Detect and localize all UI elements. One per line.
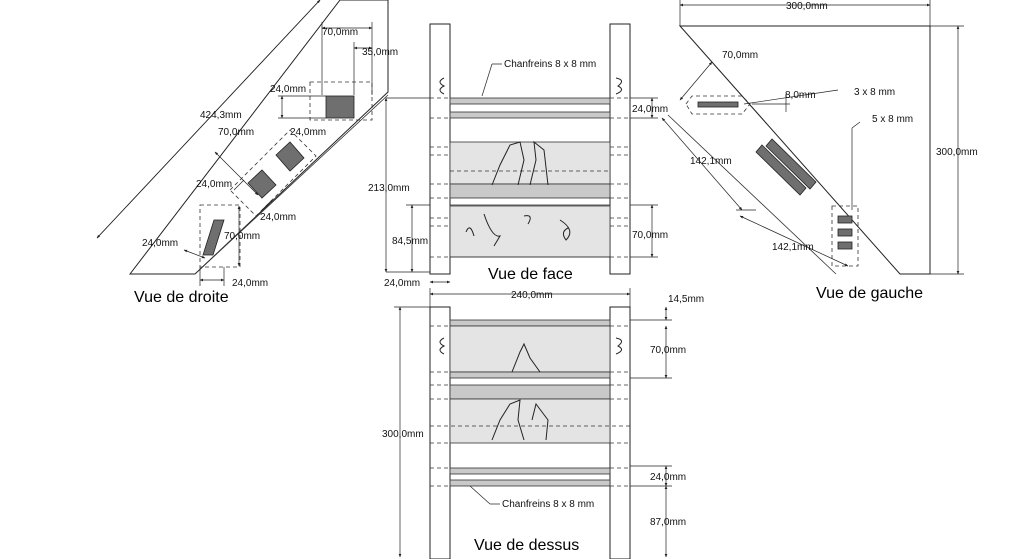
dim-left-300-top: 300,0mm — [786, 1, 828, 12]
left-view-outline — [678, 25, 931, 275]
front-band-3 — [449, 141, 611, 185]
dim-left-300-right: 300,0mm — [936, 147, 978, 158]
dim-left-142-a: 142,1mm — [690, 156, 732, 167]
top-band-5 — [449, 398, 611, 444]
front-right-upright — [609, 23, 631, 275]
front-band-4 — [449, 183, 611, 199]
dim-top-70: 70,0mm — [650, 345, 686, 356]
top-band-1 — [449, 319, 611, 327]
note-chamfer-top: Chanfreins 8 x 8 mm — [502, 499, 594, 510]
title-front-view: Vue de face — [488, 266, 573, 283]
dim-right-24-top: 24,0mm — [270, 84, 306, 95]
front-sketch-figure — [491, 140, 549, 186]
dim-top-240: 240,0mm — [511, 290, 553, 301]
front-band-5 — [449, 204, 611, 258]
top-dashed-lines — [430, 325, 630, 487]
dim-right-24-bottom: 24,0mm — [232, 278, 268, 289]
dim-top-300: 300,0mm — [382, 429, 424, 440]
front-band-2 — [449, 111, 611, 119]
right-view: 70,0mm 35,0mm 24,0mm 424,3mm 70,0mm 24,0… — [96, 0, 398, 306]
dim-right-424: 424,3mm — [200, 110, 242, 121]
top-band-7 — [449, 479, 611, 487]
dim-front-213: 213,0mm — [368, 183, 410, 194]
left-view-stack-slot-a — [837, 215, 853, 224]
dim-right-24-mid-a: 24,0mm — [290, 127, 326, 138]
dim-top-14: 14,5mm — [668, 294, 704, 305]
dim-front-84: 84,5mm — [392, 236, 428, 247]
top-sketch-right-letter — [615, 337, 622, 355]
top-band-4 — [449, 384, 611, 400]
dim-right-24-mid-b: 24,0mm — [196, 179, 232, 190]
front-view: Chanfreins 8 x 8 mm 213,0mm 24,0mm 84,5m… — [368, 23, 668, 289]
dim-right-24-mid-c: 24,0mm — [260, 212, 296, 223]
dim-left-70: 70,0mm — [722, 50, 758, 61]
left-view-top-slot — [697, 101, 739, 108]
front-sketch-marks — [465, 213, 571, 247]
dim-left-8: 8,0mm — [785, 90, 816, 101]
left-view-stack-slot-c — [837, 241, 853, 250]
top-view: Chanfreins 8 x 8 mm 240,0mm 14,5mm 70,0m… — [382, 288, 704, 559]
dim-right-24-low: 24,0mm — [142, 238, 178, 249]
left-view: 300,0mm 300,0mm 70,0mm 8,0mm 3 x 8 mm 5 … — [661, 0, 978, 302]
dim-right-70-low: 70,0mm — [224, 231, 260, 242]
top-left-upright — [429, 306, 451, 559]
top-band-6 — [449, 467, 611, 475]
title-top-view: Vue de dessus — [474, 537, 579, 554]
title-left-view: Vue de gauche — [816, 285, 923, 302]
title-right-view: Vue de droite — [134, 289, 229, 306]
dim-top-87: 87,0mm — [650, 517, 686, 528]
top-band-3 — [449, 371, 611, 379]
dim-right-70-mid: 70,0mm — [218, 127, 254, 138]
left-view-stack-slot-b — [837, 228, 853, 237]
top-band-2 — [449, 325, 611, 373]
dim-left-142-b: 142,1mm — [772, 242, 814, 253]
dim-right-35: 35,0mm — [362, 47, 398, 58]
dim-front-24-right: 24,0mm — [632, 104, 668, 115]
left-view-diag-slot-a — [755, 144, 807, 196]
dim-right-70: 70,0mm — [322, 27, 358, 38]
dim-top-24: 24,0mm — [650, 472, 686, 483]
front-left-upright — [429, 23, 451, 275]
right-view-top-mortise — [325, 95, 355, 119]
top-sketch-figure — [491, 342, 549, 441]
note-slot-small: 3 x 8 mm — [854, 87, 895, 98]
front-dashed-lines — [430, 97, 630, 258]
right-view-top-mortise-outline — [309, 81, 373, 121]
note-chamfer-front: Chanfreins 8 x 8 mm — [504, 59, 596, 70]
top-sketch-left-letter — [439, 337, 446, 355]
left-view-diag-slot-b — [765, 138, 817, 190]
front-sketch-left-letter — [439, 77, 446, 95]
front-band-1 — [449, 97, 611, 105]
note-slot-large: 5 x 8 mm — [872, 114, 913, 125]
dim-front-24-bottom: 24,0mm — [384, 278, 420, 289]
front-sketch-right-letter — [615, 77, 622, 95]
dim-front-70: 70,0mm — [632, 230, 668, 241]
